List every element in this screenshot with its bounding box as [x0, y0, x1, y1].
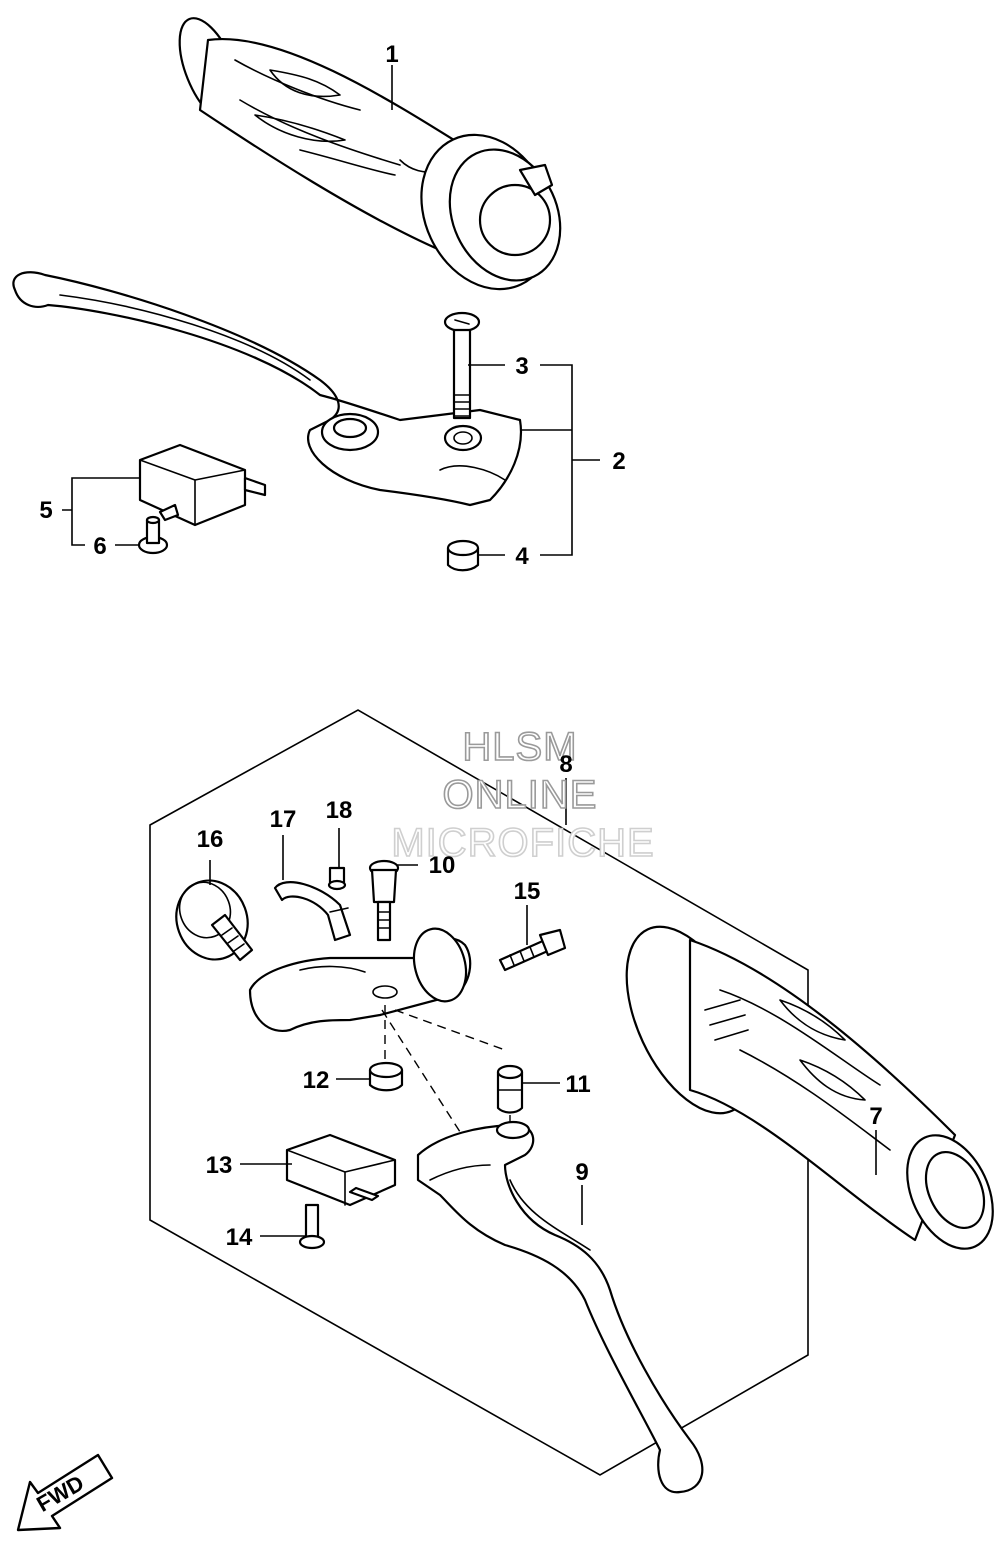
bracket-nut [368, 1061, 404, 1092]
pivot-bolt [443, 311, 481, 420]
watermark-line1: HLSM [462, 725, 577, 769]
switch-screw [137, 515, 169, 555]
callout-16: 16 [197, 826, 224, 853]
lever-bracket [248, 927, 472, 1033]
leader-bracket-5 [62, 477, 140, 546]
callout-12: 12 [303, 1067, 330, 1094]
callout-14: 14 [226, 1224, 253, 1251]
spring-clip [273, 881, 352, 942]
callout-8: 8 [559, 751, 572, 778]
callout-2: 2 [612, 448, 625, 475]
callout-17: 17 [270, 806, 297, 833]
switch-screw-lower [298, 1203, 326, 1250]
callout-1: 1 [385, 41, 398, 68]
forward-direction-arrow: FWD [16, 1453, 114, 1532]
clamp-bolt [498, 928, 567, 972]
callout-9: 9 [575, 1159, 588, 1186]
callout-5: 5 [39, 497, 52, 524]
throttle-grip [178, 17, 562, 291]
adjuster-knob [175, 879, 254, 962]
callout-18: 18 [326, 797, 353, 824]
callout-3: 3 [515, 353, 528, 380]
pivot-nut [446, 539, 480, 572]
lever-bolt [368, 859, 400, 942]
assembly-line-9 [381, 1009, 463, 1136]
callout-11: 11 [565, 1071, 590, 1098]
front-lever [416, 1120, 704, 1494]
watermark-line3: MICROFICHE [391, 821, 654, 865]
upper-lever [12, 271, 523, 507]
callout-4: 4 [515, 543, 529, 570]
callout-10: 10 [429, 852, 456, 879]
watermark-line2: ONLINE [443, 773, 598, 817]
callout-13: 13 [206, 1152, 233, 1179]
callout-15: 15 [514, 878, 541, 905]
assembly-outline [149, 709, 809, 1476]
lever-switch [138, 443, 267, 527]
brake-switch [285, 1133, 397, 1207]
left-grip [625, 925, 994, 1250]
pivot-collar [496, 1064, 524, 1114]
leader-bracket-2 [520, 364, 600, 556]
clip-screw [327, 866, 347, 891]
callout-7: 7 [869, 1103, 882, 1130]
callout-6: 6 [93, 533, 106, 560]
assembly-line-11 [394, 1009, 506, 1051]
